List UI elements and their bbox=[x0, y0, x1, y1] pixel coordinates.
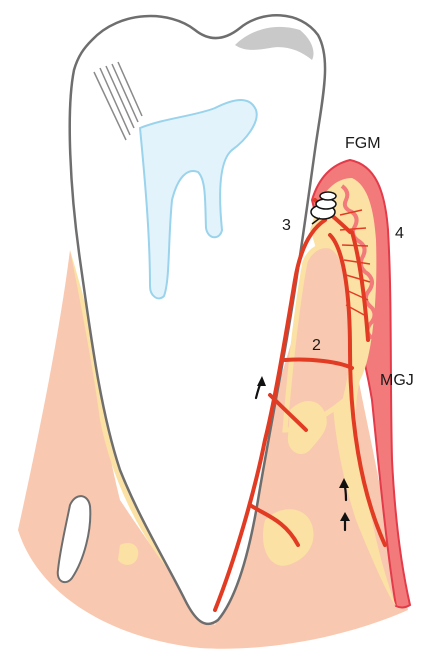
label-4: 4 bbox=[395, 225, 404, 242]
label-2: 2 bbox=[312, 337, 321, 354]
label-mgj: MGJ bbox=[380, 372, 414, 389]
label-3: 3 bbox=[282, 217, 291, 234]
label-fgm: FGM bbox=[345, 135, 381, 152]
